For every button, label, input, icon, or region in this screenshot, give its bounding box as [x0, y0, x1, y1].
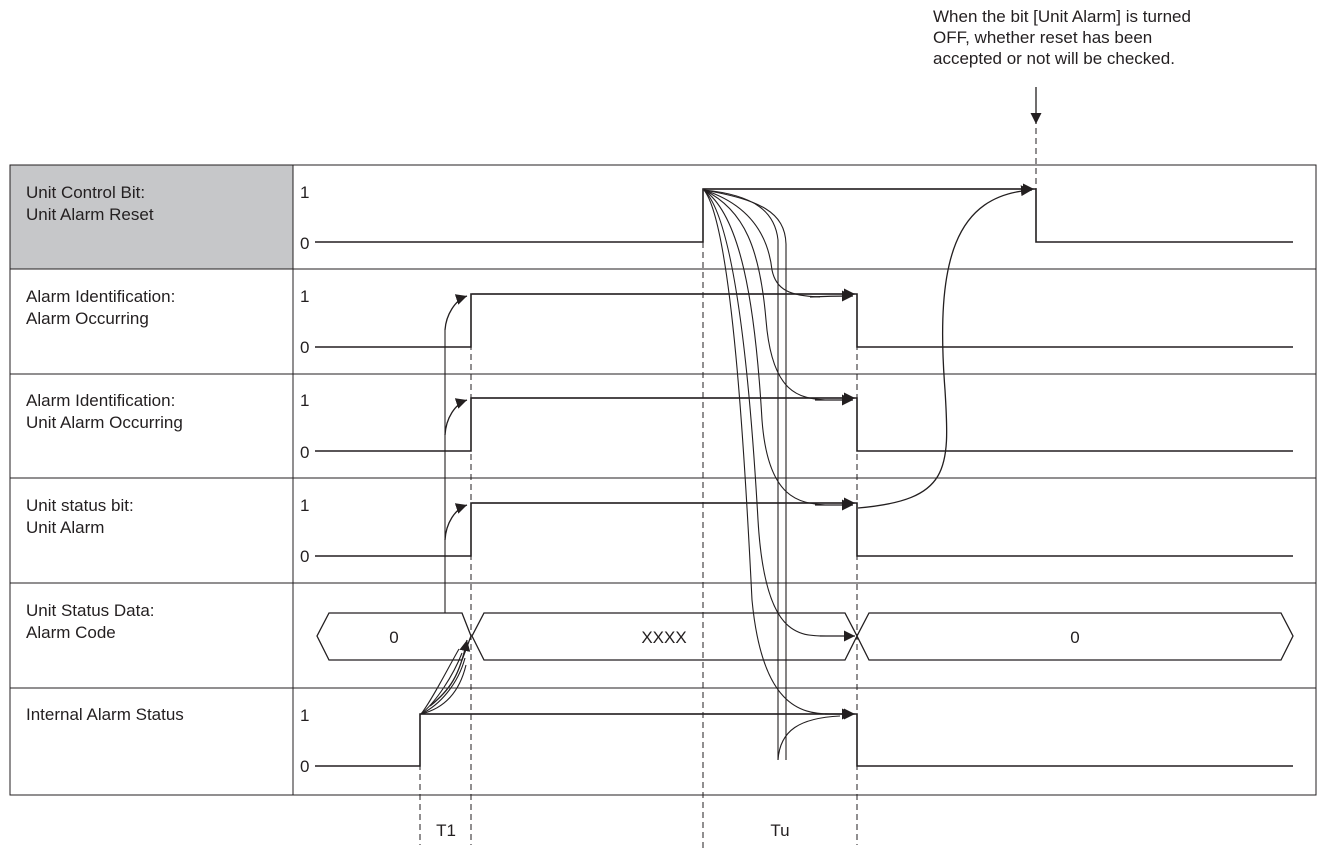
annotation-text: When the bit [Unit Alarm] is turned OFF,…: [933, 7, 1191, 68]
causal-curve: [703, 189, 787, 760]
causal-curve: [420, 657, 466, 715]
row-label-alarm-code: Alarm Code: [26, 623, 116, 642]
causal-curve: [703, 189, 831, 715]
row-label-unit-control-bit: Unit Control Bit:: [26, 183, 145, 202]
level-high-label: 1: [300, 287, 309, 306]
waveform-alarm-occurring: [315, 293, 1293, 348]
causal-arrow: [429, 639, 471, 707]
causal-arrow: [809, 290, 854, 302]
causal-arrow: [444, 503, 468, 541]
level-high-label: 1: [300, 391, 309, 410]
causal-curve: [420, 664, 467, 715]
row-label-alarm-occurring: Alarm Occurring: [26, 309, 149, 328]
alarm-code-value: 0: [1070, 628, 1079, 647]
timing-label-t1: T1: [436, 821, 456, 840]
alarm-code-value: 0: [389, 628, 398, 647]
level-high-label: 1: [300, 496, 309, 515]
level-high-label: 1: [300, 706, 309, 725]
waveform-internal-alarm-status: [315, 713, 1293, 767]
level-low-label: 0: [300, 338, 309, 357]
row-label-unit-status-bit: Unit status bit:: [26, 496, 134, 515]
alarm-code-segment: [471, 612, 858, 661]
row-label-unit-alarm: Unit Alarm: [26, 518, 104, 537]
header-cell-fill: [10, 165, 293, 269]
causal-curve: [703, 189, 779, 760]
table-border: [9, 164, 1317, 796]
level-low-label: 0: [300, 234, 309, 253]
causal-arrow: [857, 185, 1033, 509]
row-label-internal-alarm-status: Internal Alarm Status: [26, 705, 184, 724]
causal-curve: [420, 652, 463, 715]
causal-curve: [703, 189, 826, 401]
causal-curve: [777, 715, 841, 761]
level-low-label: 0: [300, 547, 309, 566]
waveform-unit-alarm-occurring: [315, 397, 1293, 452]
row-label-unit-status-data: Unit Status Data:: [26, 601, 155, 620]
timing-label-tu: Tu: [770, 821, 789, 840]
causal-curve: [703, 189, 826, 506]
level-low-label: 0: [300, 443, 309, 462]
waveform-unit-alarm-reset: [315, 188, 1293, 243]
row-label-unit-alarm-occurring: Unit Alarm Occurring: [26, 413, 183, 432]
alarm-code-value: XXXX: [641, 628, 686, 647]
causal-curve: [420, 648, 460, 715]
level-high-label: 1: [300, 183, 309, 202]
causal-curve: [703, 189, 831, 637]
waveform-unit-alarm: [315, 502, 1293, 557]
level-low-label: 0: [300, 757, 309, 776]
causal-arrow: [444, 294, 468, 331]
causal-curve: [703, 189, 821, 298]
row-label-unit-alarm-reset: Unit Alarm Reset: [26, 205, 154, 224]
row-label-alarm-identification: Alarm Identification:: [26, 391, 175, 410]
causal-arrow: [444, 398, 468, 436]
row-label-alarm-identification: Alarm Identification:: [26, 287, 175, 306]
